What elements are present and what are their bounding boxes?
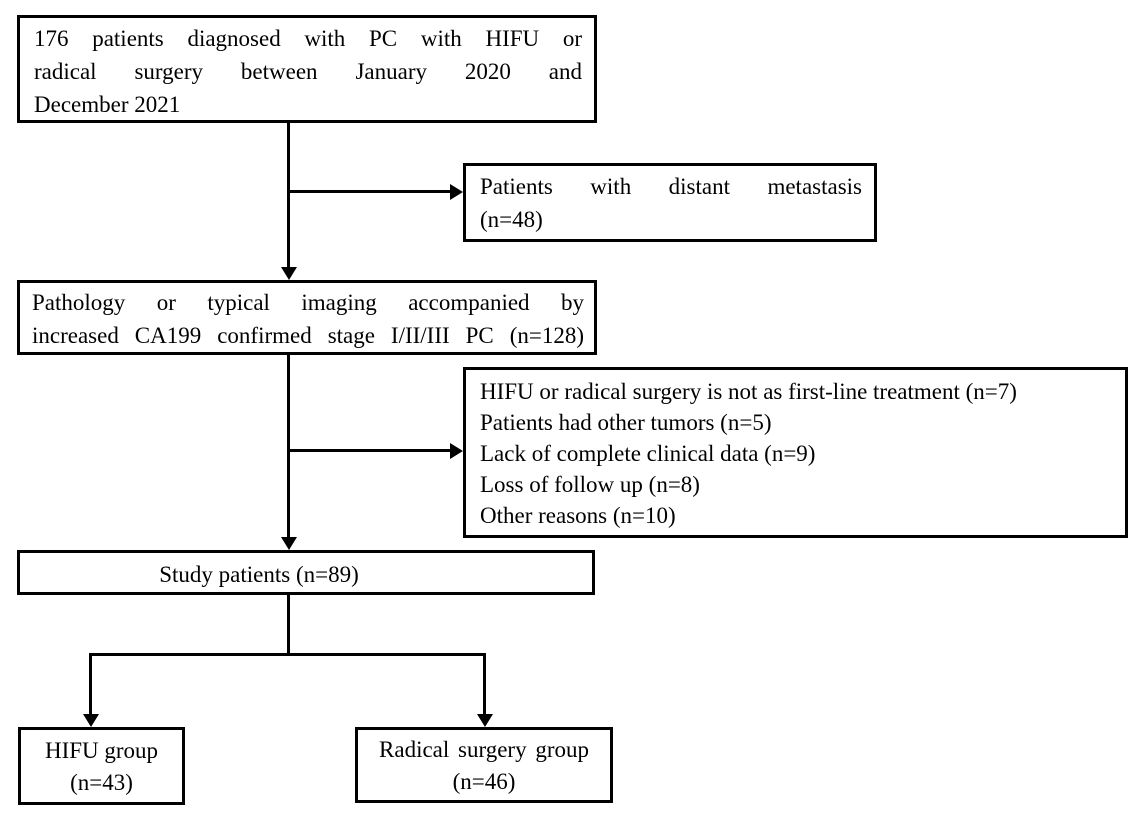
box-hifu-line-2: (n=43)	[70, 770, 133, 795]
box-study-patients: Study patients (n=89)	[17, 550, 595, 595]
box-hifu-group: HIFU group (n=43)	[18, 727, 185, 805]
box-hifu-line-1: HIFU group	[44, 738, 159, 763]
box-exclusions-line-5: Other reasons (n=10)	[480, 503, 676, 528]
box-surgery-line-1: Radical surgery group	[379, 737, 589, 762]
box-study-label: Study patients (n=89)	[159, 562, 359, 587]
arrowhead-into-metastasis	[450, 184, 463, 200]
box-exclusions-line-1: HIFU or radical surgery is not as first-…	[480, 379, 1017, 404]
box-confirmed-line-2: increased CA199 confirmed stage I/II/III…	[32, 323, 584, 348]
box-surgery-line-2: (n=46)	[452, 769, 516, 794]
box-exclusions-line-4: Loss of follow up (n=8)	[480, 472, 700, 497]
connector-confirmed-to-study-line	[287, 355, 290, 537]
box-metastasis-line-2: (n=48)	[480, 207, 543, 232]
box-distant-metastasis: Patients with distant metastasis (n=48)	[463, 163, 877, 242]
arrowhead-into-exclusions	[450, 443, 463, 459]
box-enrolled-patients: 176 patients diagnosed with PC with HIFU…	[17, 15, 597, 123]
box-enrolled-line-2: radical surgery between January 2020 and	[34, 59, 582, 84]
box-exclusion-reasons: HIFU or radical surgery is not as first-…	[463, 367, 1128, 538]
arrowhead-into-confirmed	[281, 267, 297, 280]
connector-study-stem-line	[287, 595, 290, 656]
connector-branch-to-metastasis-line	[288, 190, 451, 193]
box-enrolled-line-1: 176 patients diagnosed with PC with HIFU…	[34, 26, 582, 51]
connector-branch-to-exclusions-line	[288, 449, 450, 452]
connector-split-horizontal-line	[89, 653, 486, 656]
arrowhead-into-hifu-group	[83, 714, 99, 727]
arrowhead-into-surgery-group	[477, 714, 493, 727]
box-confirmed-pc: Pathology or typical imaging accompanied…	[17, 280, 597, 355]
connector-drop-to-surgery-line	[483, 653, 486, 714]
connector-drop-to-hifu-line	[89, 653, 92, 714]
box-metastasis-line-1: Patients with distant metastasis	[480, 174, 862, 199]
box-confirmed-line-1: Pathology or typical imaging accompanied…	[32, 290, 584, 315]
box-radical-surgery-group: Radical surgery group (n=46)	[355, 727, 613, 803]
box-exclusions-line-3: Lack of complete clinical data (n=9)	[480, 441, 816, 466]
connector-enrolled-to-confirmed-line	[287, 123, 290, 268]
box-exclusions-line-2: Patients had other tumors (n=5)	[480, 410, 772, 435]
box-enrolled-line-3: December 2021	[34, 92, 181, 117]
arrowhead-into-study	[281, 537, 297, 550]
